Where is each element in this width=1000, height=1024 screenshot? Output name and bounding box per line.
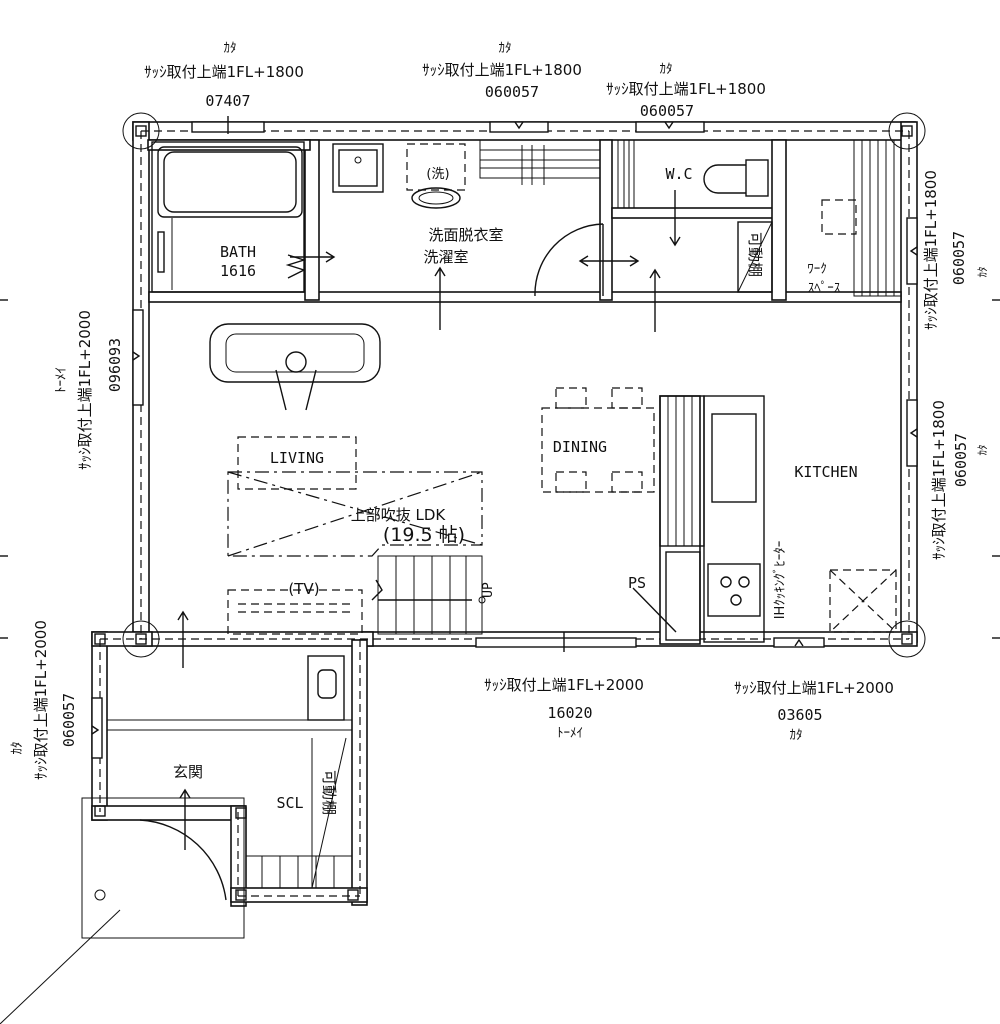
dining-set [541, 387, 655, 493]
window-spec: ｻｯｼ取付上端1FL+1800 [606, 80, 766, 98]
right-lower-window-label: ｻｯｼ取付上端1FL+1800 060057 ｶﾀ [930, 400, 989, 560]
window-spec: ｻｯｼ取付上端1FL+2000 [484, 676, 644, 694]
stairs [371, 555, 486, 635]
window-kind: ﾄｰﾒｲ [557, 726, 583, 741]
entrance-area [107, 655, 352, 901]
window-spec: ｻｯｼ取付上端1FL+2000 [76, 310, 94, 470]
window-code: 060057 [60, 693, 78, 747]
edge-ticks [0, 299, 1000, 639]
window-kata: ｶﾀ [10, 742, 25, 755]
top-right-window-label: ｶﾀ ｻｯｼ取付上端1FL+1800 060057 [606, 62, 766, 120]
window-code: 060057 [485, 83, 539, 101]
column-markers [94, 112, 926, 901]
window-spec: ｻｯｼ取付上端1FL+2000 [734, 679, 894, 697]
work-space [821, 139, 902, 297]
top-middle-window-label: ｶﾀ ｻｯｼ取付上端1FL+1800 060057 [422, 41, 582, 101]
room-labels: BATH 1616 洗面脱衣室 洗濯室 (洗) W.C 可動棚 ﾜｰｸ ｽﾍﾟｰ… [173, 165, 858, 815]
window-code: 060057 [952, 433, 970, 487]
ldk-label: 上部吹抜 LDK [351, 506, 447, 524]
bathroom [151, 141, 307, 293]
interior-walls [147, 139, 902, 645]
entrance-label: 玄関 [173, 763, 203, 781]
window-code: 07407 [205, 92, 250, 110]
window-spec: ｻｯｼ取付上端1FL+1800 [922, 170, 940, 330]
wc-room [611, 139, 773, 293]
left-upper-window-label: ﾄｰﾒｲ ｻｯｼ取付上端1FL+2000 096093 [54, 310, 124, 470]
wc-label: W.C [665, 165, 692, 183]
window-kata: ｶﾀ [224, 41, 237, 56]
tv-label: (TV) [288, 580, 319, 598]
window-kata: ｶﾀ [976, 445, 989, 456]
right-upper-window-label: ｻｯｼ取付上端1FL+1800 060057 ｶﾀ [922, 170, 989, 330]
stairwell-void [227, 471, 483, 557]
work-space-label-2: ｽﾍﾟｰｽ [808, 281, 841, 296]
living-label: LIVING [270, 449, 324, 467]
kitchen-counter [632, 395, 897, 643]
washroom-fixtures [332, 139, 604, 297]
window-kata: ｶﾀ [790, 728, 803, 743]
window-code: 060057 [640, 102, 694, 120]
laundry-label: 洗濯室 [423, 248, 468, 266]
bottom-middle-window-label: ｻｯｼ取付上端1FL+2000 16020 ﾄｰﾒｲ [484, 676, 644, 741]
shelf-lower-label: 可動棚 [320, 770, 338, 815]
passage-arrows [177, 190, 681, 850]
bottom-right-window-label: ｻｯｼ取付上端1FL+2000 03605 ｶﾀ [734, 679, 894, 743]
window-spec: ｻｯｼ取付上端1FL+1800 [422, 61, 582, 79]
window-spec: ｻｯｼ取付上端1FL+1800 [144, 63, 304, 81]
living-furniture [209, 323, 381, 635]
window-spec: ｻｯｼ取付上端1FL+2000 [32, 620, 50, 780]
window-kata: ｶﾀ [976, 267, 989, 278]
window-code: 16020 [547, 704, 592, 722]
ih-label: IHｸｯｷﾝｸﾞﾋｰﾀｰ [773, 541, 788, 620]
kitchen-label: KITCHEN [794, 463, 857, 481]
windows [91, 116, 918, 759]
washer-label: (洗) [426, 167, 449, 182]
washroom-label: 洗面脱衣室 [428, 226, 503, 244]
window-code: 03605 [777, 706, 822, 724]
ps-label: PS [628, 574, 646, 592]
dining-label: DINING [553, 438, 607, 456]
ldk-size-label: (19.5 帖) [383, 524, 465, 546]
shelf-upper-label: 可動棚 [746, 232, 764, 277]
window-spec: ｻｯｼ取付上端1FL+1800 [930, 400, 948, 560]
window-kata: ｶﾀ [499, 41, 512, 56]
bath-label: BATH [220, 243, 256, 261]
top-left-window-label: ｶﾀ ｻｯｼ取付上端1FL+1800 07407 [144, 41, 304, 110]
window-code: 060057 [950, 231, 968, 285]
window-kata: ｶﾀ [660, 62, 673, 77]
work-space-label-1: ﾜｰｸ [807, 262, 827, 277]
left-lower-window-label: ｶﾀ ｻｯｼ取付上端1FL+2000 060057 [10, 620, 78, 780]
bath-size-label: 1616 [220, 262, 256, 280]
window-code: 096093 [106, 338, 124, 392]
window-kind: ﾄｰﾒｲ [54, 367, 69, 393]
stair-up-label: UP [481, 582, 496, 598]
scl-label: SCL [276, 794, 303, 812]
